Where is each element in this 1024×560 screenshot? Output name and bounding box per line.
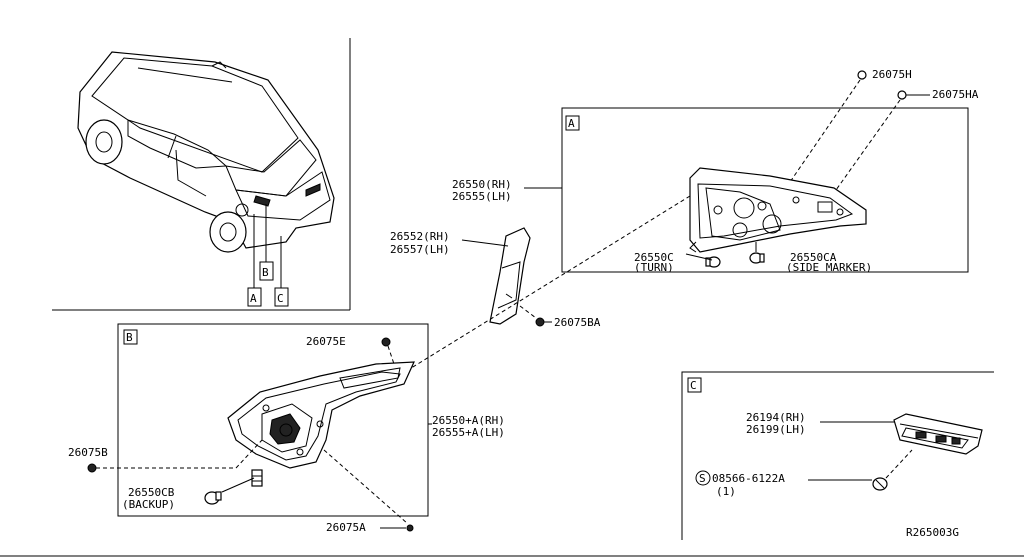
panel-b-frame bbox=[117, 323, 429, 517]
bulb-backup-icon bbox=[204, 491, 222, 505]
finisher-lh-label: 26557(LH) bbox=[390, 243, 450, 256]
dash-screw bbox=[885, 449, 913, 479]
clip-26075h-label: 26075H bbox=[872, 68, 912, 81]
bulb-turn-part-label: 26550C bbox=[634, 251, 674, 264]
bulb-turn-icon bbox=[705, 256, 721, 268]
diagram-code: R265003G bbox=[906, 526, 959, 539]
bulb-side-marker-icon bbox=[749, 252, 765, 264]
bulb-backup-part-label: 26550CB bbox=[128, 486, 175, 499]
clip-26075e-label: 26075E bbox=[306, 335, 346, 348]
panel-c-tag: C bbox=[690, 379, 697, 392]
clip-26075e-icon bbox=[381, 337, 391, 347]
clip-26075ha-label: 26075HA bbox=[932, 88, 979, 101]
callout-c-box bbox=[274, 287, 289, 307]
bulb-side-part-label: 26550CA bbox=[790, 251, 837, 264]
dash-link-a-b bbox=[407, 195, 691, 371]
dash-clip-b bbox=[96, 439, 263, 469]
clip-26075ha-icon bbox=[897, 90, 907, 100]
callout-b-label: B bbox=[262, 266, 269, 279]
license-plate-lamp bbox=[893, 413, 983, 455]
dash-clip-ha bbox=[835, 99, 901, 191]
leader-finisher bbox=[461, 239, 509, 247]
dash-clip-a bbox=[323, 449, 409, 525]
panel-b-tag-box bbox=[123, 329, 138, 345]
lamp-c-lh-label: 26199(LH) bbox=[746, 423, 806, 436]
bulb-socket-icon bbox=[251, 469, 263, 487]
tail-lamp-assembly-a bbox=[689, 167, 867, 253]
clip-26075a-icon bbox=[406, 524, 414, 532]
screw-part-label: 08566-6122A bbox=[712, 472, 785, 485]
panel-a-tag-box bbox=[565, 115, 580, 131]
tail-lamp-assembly-b bbox=[227, 361, 415, 469]
panel-c-frame bbox=[681, 371, 994, 540]
vehicle-overview: A B C bbox=[52, 38, 351, 311]
screw-qty-label: (1) bbox=[716, 485, 736, 498]
panel-c: C 26194(RH) 26199(LH) S 08566-6122A (1) … bbox=[681, 371, 994, 540]
screw-symbol: S bbox=[699, 472, 706, 485]
bulb-backup-desc-label: (BACKUP) bbox=[122, 498, 175, 511]
clip-26075b-label: 26075B bbox=[68, 446, 108, 459]
lamp-c-rh-label: 26194(RH) bbox=[746, 411, 806, 424]
finisher-assembly: 26552(RH) 26557(LH) 26075BA bbox=[390, 227, 601, 329]
screw-symbol-circle bbox=[695, 470, 711, 486]
panel-a: A 26075H 26075HA bbox=[452, 68, 979, 274]
car-illustration bbox=[77, 51, 335, 253]
panel-b: B 26075E 26075B 26550 bbox=[68, 323, 505, 534]
callout-b-box bbox=[259, 261, 274, 281]
screw-icon bbox=[872, 477, 888, 491]
clip-26075h-icon bbox=[857, 70, 867, 80]
callout-a-box bbox=[247, 287, 262, 307]
lamp-b-rh-label: 26550+A(RH) bbox=[432, 414, 505, 427]
finisher-part bbox=[489, 227, 531, 325]
callout-c-label: C bbox=[277, 292, 284, 305]
panel-b-tag: B bbox=[126, 331, 133, 344]
clip-26075b-icon bbox=[87, 463, 97, 473]
clip-26075ba-icon bbox=[535, 317, 545, 327]
bulb-turn-desc-label: (TURN) bbox=[634, 261, 674, 274]
panel-c-tag-box bbox=[687, 377, 702, 393]
lamp-b-lh-label: 26555+A(LH) bbox=[432, 426, 505, 439]
dash-clip-h bbox=[789, 79, 861, 183]
lamp-a-lh-label: 26555(LH) bbox=[452, 190, 512, 203]
lamp-a-rh-label: 26550(RH) bbox=[452, 178, 512, 191]
bulb-side-desc-label: (SIDE MARKER) bbox=[786, 261, 872, 274]
panel-a-frame bbox=[561, 107, 969, 273]
callout-a-label: A bbox=[250, 292, 257, 305]
finisher-rh-label: 26552(RH) bbox=[390, 230, 450, 243]
panel-a-tag: A bbox=[568, 117, 575, 130]
clip-26075ba-label: 26075BA bbox=[554, 316, 601, 329]
clip-26075a-label: 26075A bbox=[326, 521, 366, 534]
